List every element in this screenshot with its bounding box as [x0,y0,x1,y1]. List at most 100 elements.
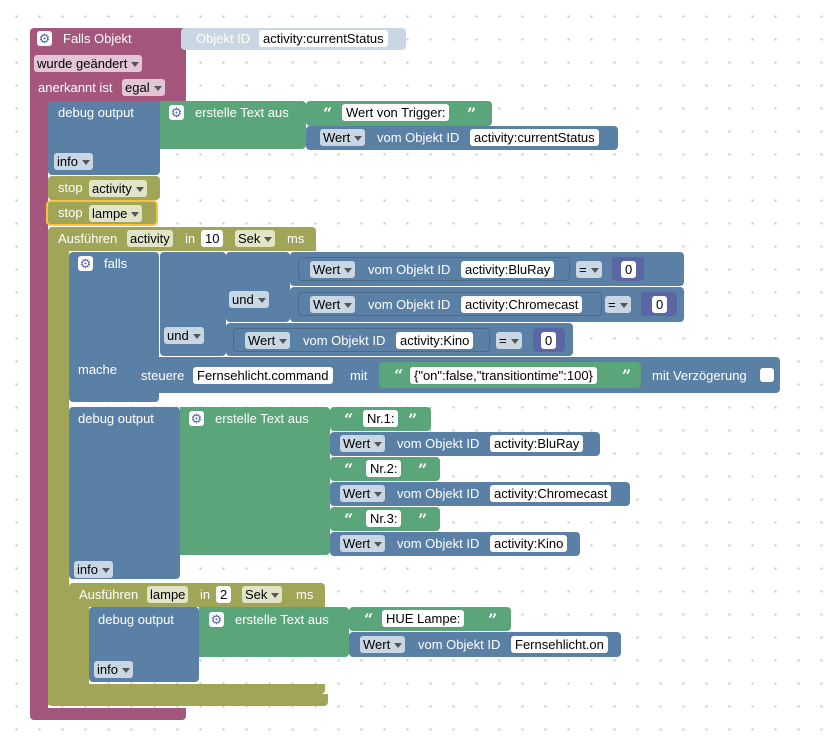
ack-dropdown[interactable]: egal [122,79,165,96]
chevron-down-icon [279,339,288,345]
cmp3-number-field[interactable]: 0 [541,332,557,349]
ack-dropdown-label: egal [125,80,150,95]
control-value-field[interactable]: {"on":false,"transitiontime":100} [410,367,597,384]
und2-dropdown[interactable]: und [164,327,204,344]
cmp1-op-dropdown[interactable]: = [576,261,602,278]
debug3-text-block[interactable] [199,607,349,657]
timeout2-name-field[interactable]: lampe [147,586,189,603]
debug2-wert2-dropdown[interactable]: Wert [340,485,386,502]
chevron-down-icon [264,237,273,243]
quote-open-icon: “ [344,510,354,529]
debug2-obj1-field[interactable]: activity:BluRay [490,435,584,452]
timeout1-value-field[interactable]: 10 [201,230,224,247]
cmp1-object-field[interactable]: activity:BluRay [461,261,555,278]
cmp3-vom-label: vom Objekt ID [303,333,386,348]
debug1-text-label: erstelle Text aus [195,105,289,120]
delay-checkbox[interactable] [760,368,774,382]
cmp1-number-field[interactable]: 0 [621,261,637,278]
logic-und1-block[interactable] [226,252,290,322]
debug3-str-field[interactable]: HUE Lampe: [382,610,465,627]
debug3-level-dropdown[interactable]: info [94,661,133,678]
event-block-spine [30,100,48,712]
stop2-dropdown-label: lampe [92,206,128,221]
cmp2-number-field[interactable]: 0 [652,296,668,313]
cmp2-op-dropdown[interactable]: = [605,296,631,313]
debug2-obj2-field[interactable]: activity:Chromecast [490,485,612,502]
debug2-str2-field[interactable]: Nr.2: [366,460,402,477]
gear-icon[interactable]: ⚙ [37,31,52,46]
debug3-wert-dropdown[interactable]: Wert [360,636,406,653]
debug2-level-dropdown[interactable]: info [74,561,113,578]
control-object-field[interactable]: Fernsehlicht.command [193,367,333,384]
timeout1-name-field[interactable]: activity [127,230,173,247]
wert-label: Wert [323,130,351,145]
if-mache-label: mache [78,362,118,377]
wert-label: Wert [313,262,341,277]
debug2-wert1-dropdown[interactable]: Wert [340,435,386,452]
cmp2-object-field[interactable]: activity:Chromecast [461,296,583,313]
op-label: = [499,333,507,348]
quote-open-icon: “ [344,460,354,479]
event-title: Falls Objekt [63,31,132,46]
chevron-down-icon [394,643,403,649]
cmp1-wert-dropdown[interactable]: Wert [310,261,356,278]
quote-close-icon: ” [488,610,498,629]
debug2-obj3-field[interactable]: activity:Kino [490,535,568,552]
chevron-down-icon [619,303,628,309]
chevron-down-icon [121,668,130,674]
timeout1-label: Ausführen [58,231,118,246]
debug1-string-field[interactable]: Wert von Trigger: [342,104,450,121]
quote-open-icon: “ [394,366,404,385]
debug3-text-label: erstelle Text aus [235,612,329,627]
wert-label: Wert [343,436,371,451]
wert-label: Wert [363,637,391,652]
debug1-object-field[interactable]: activity:currentStatus [470,129,599,146]
stop1-dropdown[interactable]: activity [89,180,147,197]
chevron-down-icon [257,298,266,304]
cmp3-op-dropdown[interactable]: = [496,332,522,349]
timeout2-block[interactable] [69,583,325,607]
gear-icon[interactable]: ⚙ [169,105,184,120]
debug2-str3-field[interactable]: Nr.3: [366,510,402,527]
debug1-level-dropdown[interactable]: info [54,153,93,170]
debug2-text-block[interactable] [180,407,330,555]
change-dropdown[interactable]: wurde geändert [34,55,143,72]
gear-icon[interactable]: ⚙ [209,612,224,627]
cmp2-wert-dropdown[interactable]: Wert [310,296,356,313]
objektid-field[interactable]: activity:currentStatus [259,30,388,47]
chevron-down-icon [374,542,383,548]
debug2-text-label: erstelle Text aus [215,411,309,426]
debug1-wert-dropdown[interactable]: Wert [320,129,366,146]
debug2-block[interactable] [69,407,180,579]
ack-label: anerkannt ist [38,80,113,95]
debug2-wert3-dropdown[interactable]: Wert [340,535,386,552]
timeout2-unit-dropdown[interactable]: Sek [242,586,283,603]
debug2-vom2-label: vom Objekt ID [397,486,480,501]
und1-dropdown[interactable]: und [229,291,269,308]
cmp1-vom-label: vom Objekt ID [368,262,451,277]
chevron-down-icon [131,212,140,218]
chevron-down-icon [344,303,353,309]
unit-label: Sek [238,231,261,246]
debug1-text-block[interactable] [160,101,306,149]
gear-icon[interactable]: ⚙ [78,256,93,271]
timeout1-unit-dropdown[interactable]: Sek [235,230,276,247]
gear-icon[interactable]: ⚙ [189,411,204,426]
timeout1-spine [48,250,69,705]
quote-close-icon: ” [408,410,418,429]
stop2-label: stop [58,205,83,220]
level-label: info [57,154,78,169]
debug1-vom-label: vom Objekt ID [377,130,460,145]
op-label: = [608,297,616,312]
cmp3-object-field[interactable]: activity:Kino [396,332,474,349]
und-label: und [167,328,189,343]
control-label: steuere [141,368,185,383]
quote-close-icon: ” [467,104,477,123]
debug3-obj-field[interactable]: Fernsehlicht.on [511,636,608,653]
cmp3-wert-dropdown[interactable]: Wert [245,332,291,349]
chevron-down-icon [153,86,162,92]
chevron-down-icon [510,339,519,345]
timeout2-value-field[interactable]: 2 [216,586,232,603]
debug2-str1-field[interactable]: Nr.1: [363,410,399,427]
stop2-dropdown[interactable]: lampe [89,205,143,222]
